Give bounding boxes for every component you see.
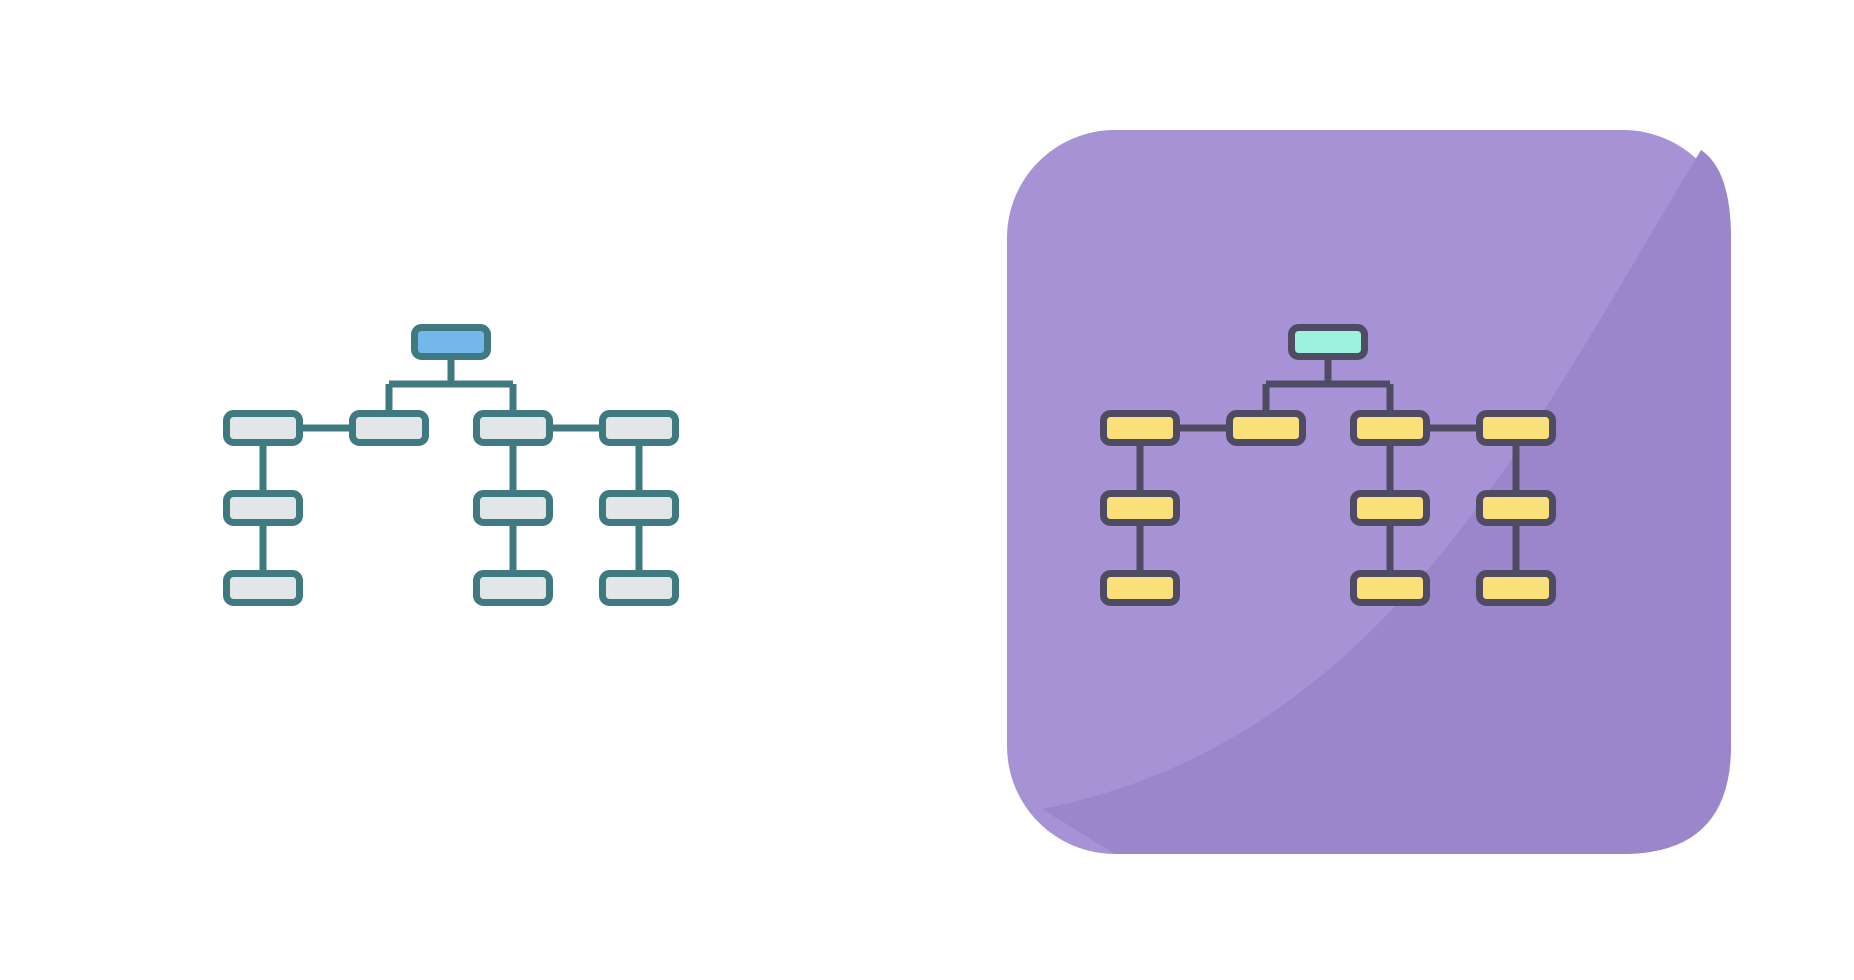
child-node <box>1100 410 1180 446</box>
child-node <box>1100 570 1180 606</box>
child-node <box>473 490 553 526</box>
child-node <box>599 490 679 526</box>
sitemap-icon-tile <box>1007 130 1731 854</box>
child-node <box>223 410 303 446</box>
child-node <box>1476 490 1556 526</box>
connector-lines <box>259 360 643 570</box>
child-node <box>1100 490 1180 526</box>
child-node <box>1476 410 1556 446</box>
child-node <box>473 410 553 446</box>
child-node <box>349 410 429 446</box>
child-node <box>1226 410 1306 446</box>
sitemap-glyph <box>1100 324 1556 606</box>
root-node <box>411 324 491 360</box>
child-node <box>1350 410 1430 446</box>
child-node <box>223 490 303 526</box>
child-node <box>473 570 553 606</box>
tile-shade <box>1042 150 1731 854</box>
child-node <box>223 570 303 606</box>
child-node <box>1476 570 1556 606</box>
child-node <box>599 410 679 446</box>
child-node <box>1350 490 1430 526</box>
root-node <box>1288 324 1368 360</box>
connector-lines <box>1136 360 1520 570</box>
child-node <box>1350 570 1430 606</box>
child-node <box>599 570 679 606</box>
sitemap-icon <box>223 324 679 606</box>
